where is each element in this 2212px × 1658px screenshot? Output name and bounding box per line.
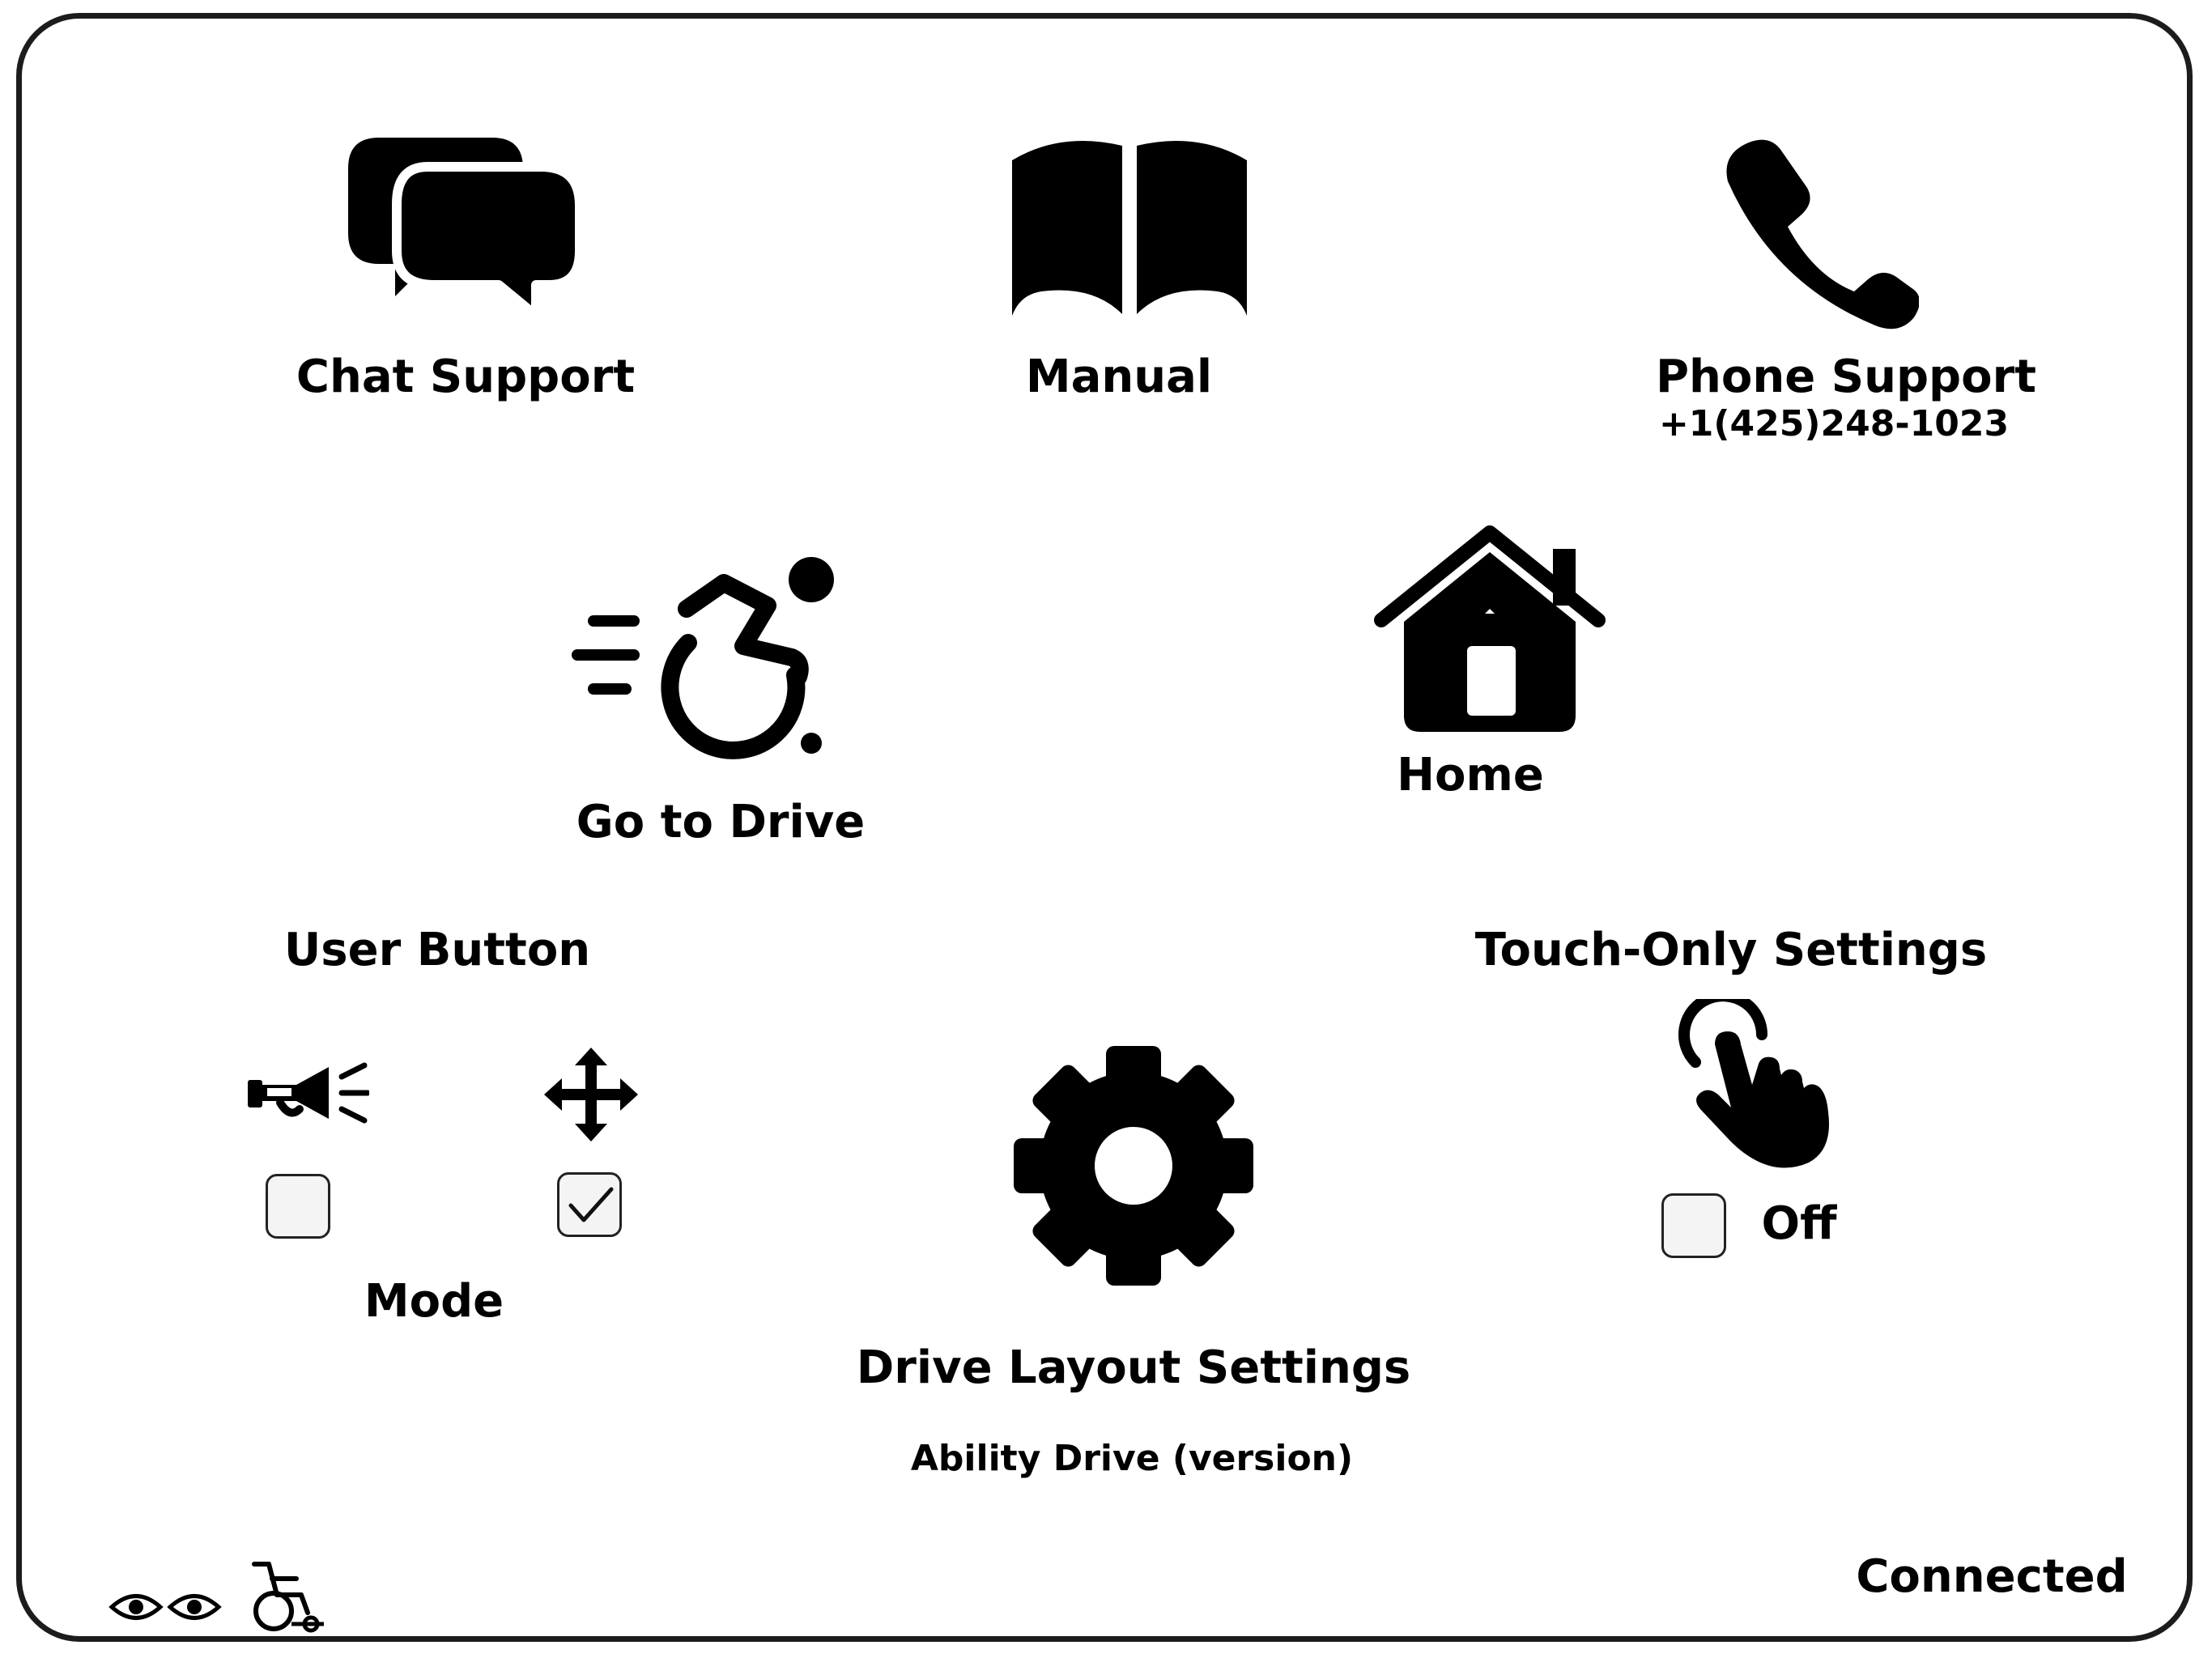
open-book-icon [1012, 141, 1247, 316]
move-arrows-icon [544, 1048, 638, 1141]
chat-support-button[interactable]: Chat Support [283, 130, 656, 413]
user-button-title: User Button [283, 924, 591, 976]
phone-icon [1726, 139, 1919, 329]
wheelchair-motion-icon [572, 557, 834, 759]
horn-icon [248, 1062, 369, 1124]
drive-layout-settings-label: Drive Layout Settings [856, 1341, 1411, 1394]
gear-icon [1014, 1046, 1253, 1286]
manual-button[interactable]: Manual [947, 130, 1287, 413]
touch-only-state-label: Off [1761, 1197, 1837, 1250]
wheelchair-outline-icon[interactable] [248, 1559, 325, 1634]
phone-support-label: Phone Support [1656, 351, 2036, 403]
go-to-drive-label: Go to Drive [576, 796, 866, 848]
checkmark-icon [568, 1187, 614, 1222]
touch-only-title: Touch-Only Settings [1474, 924, 1988, 976]
connection-status: Connected [1856, 1550, 2128, 1603]
chat-bubbles-icon [348, 138, 583, 321]
mode-label: Mode [364, 1275, 504, 1328]
drive-layout-settings-button[interactable]: Drive Layout Settings [857, 1044, 1410, 1401]
home-button[interactable]: Home [1360, 518, 1606, 801]
touch-only-checkbox[interactable] [1661, 1193, 1726, 1258]
horn-mode-checkbox[interactable] [266, 1174, 330, 1239]
phone-support-button[interactable]: Phone Support +1(425)248-1023 [1652, 130, 2057, 453]
manual-label: Manual [1025, 351, 1213, 403]
go-to-drive-button[interactable]: Go to Drive [551, 542, 891, 866]
chat-support-label: Chat Support [296, 351, 636, 403]
house-icon [1374, 525, 1606, 732]
move-mode-checkbox[interactable] [557, 1172, 622, 1237]
version-label: Ability Drive (version) [910, 1438, 1354, 1479]
phone-number: +1(425)248-1023 [1658, 403, 2010, 444]
eyes-icon[interactable] [108, 1588, 223, 1626]
home-label: Home [1397, 749, 1544, 801]
touch-hand-icon [1678, 999, 1829, 1168]
